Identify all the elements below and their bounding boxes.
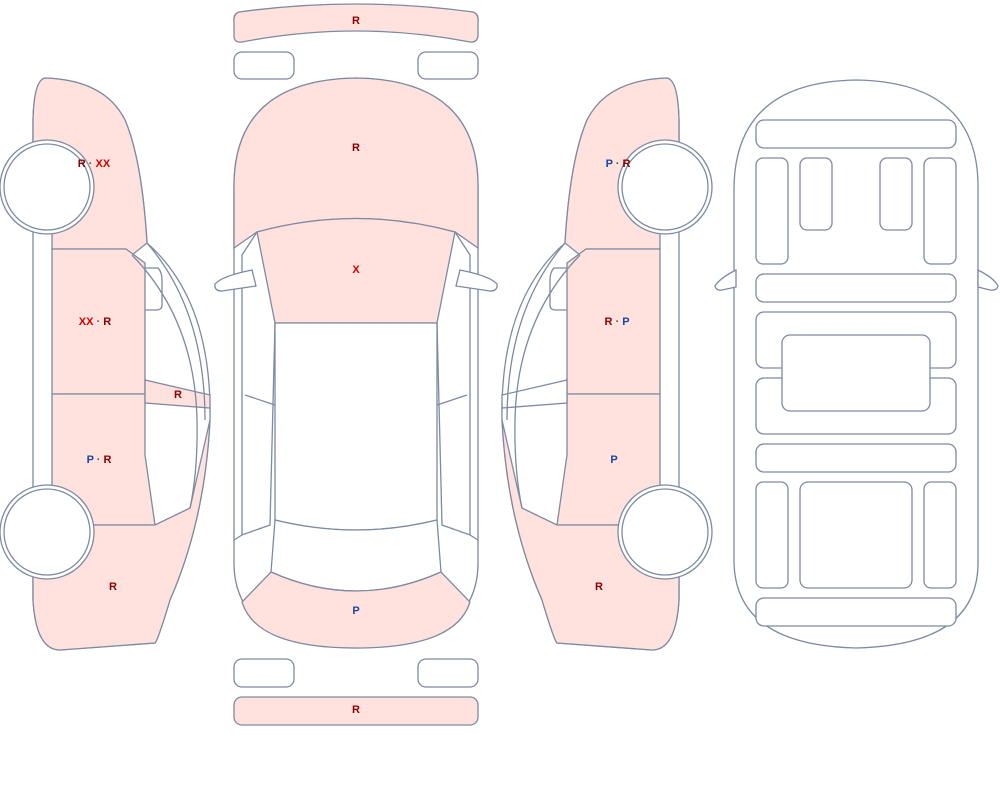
label-left-rear-door: P · R [87, 454, 112, 466]
label-left-mirror: R [174, 389, 182, 401]
front-fog-light-left [233, 51, 295, 80]
label-right-rear-door: P [610, 454, 617, 466]
top-right-side-lines [436, 231, 479, 541]
label-windshield: X [352, 264, 360, 276]
label-left-front-door: XX · R [79, 316, 111, 328]
windshield-panel[interactable] [256, 217, 456, 324]
left-mirror-panel[interactable] [144, 379, 211, 409]
right-rear-wheel [621, 488, 709, 576]
rear-light-left [233, 658, 295, 688]
right-front-door-panel[interactable] [566, 248, 661, 395]
roof-panel [274, 322, 438, 531]
underside-mirror-left [714, 268, 737, 291]
underside-cross-bar-1 [755, 273, 957, 303]
top-mirror-left [214, 269, 257, 292]
label-right-front-fender: P · R [606, 158, 631, 170]
underside-rear-bar [755, 597, 957, 627]
label-right-rear-quarter: R [595, 581, 603, 593]
left-front-wheel [3, 143, 91, 231]
front-fog-light-right [417, 51, 479, 80]
underside-mirror-right [977, 268, 999, 291]
rear-light-right [417, 658, 479, 688]
underside-front-right-rail [923, 157, 957, 265]
right-front-wheel [621, 143, 709, 231]
rear-bumper-panel[interactable] [233, 696, 479, 726]
label-front-bumper: R [352, 15, 360, 27]
label-right-front-door: R · P [604, 316, 629, 328]
underside-front-right-box [879, 157, 913, 231]
underside-view [714, 79, 999, 649]
right-mirror-panel [501, 379, 568, 409]
right-side-view [501, 77, 713, 651]
left-front-door-panel[interactable] [51, 248, 146, 395]
underside-center-box [781, 334, 931, 412]
trunk-panel[interactable] [241, 571, 471, 649]
label-trunk: P [352, 605, 359, 617]
top-left-side-lines [233, 231, 276, 541]
underside-rear-left-rail [755, 481, 789, 589]
label-left-rear-quarter: R [109, 581, 117, 593]
damage-labels: R R X P R R · XX XX · R R P · R R [78, 15, 631, 716]
left-side-view [0, 77, 211, 651]
left-window-lines [131, 242, 206, 509]
label-left-front-fender: R · XX [78, 158, 111, 170]
underside-front-bar [755, 119, 957, 149]
underside-cross-bar-4 [755, 443, 957, 473]
right-window-lines [506, 242, 581, 509]
rear-window-panel [270, 519, 442, 592]
label-rear-bumper: R [352, 704, 360, 716]
top-mirror-right [455, 269, 498, 292]
underside-rear-right-rail [923, 481, 957, 589]
front-bumper-panel[interactable] [233, 3, 479, 43]
underside-front-left-box [799, 157, 833, 231]
left-rear-wheel [3, 488, 91, 576]
underside-rear-center-box [799, 481, 913, 589]
underside-front-left-rail [755, 157, 789, 265]
label-hood: R [352, 142, 360, 154]
